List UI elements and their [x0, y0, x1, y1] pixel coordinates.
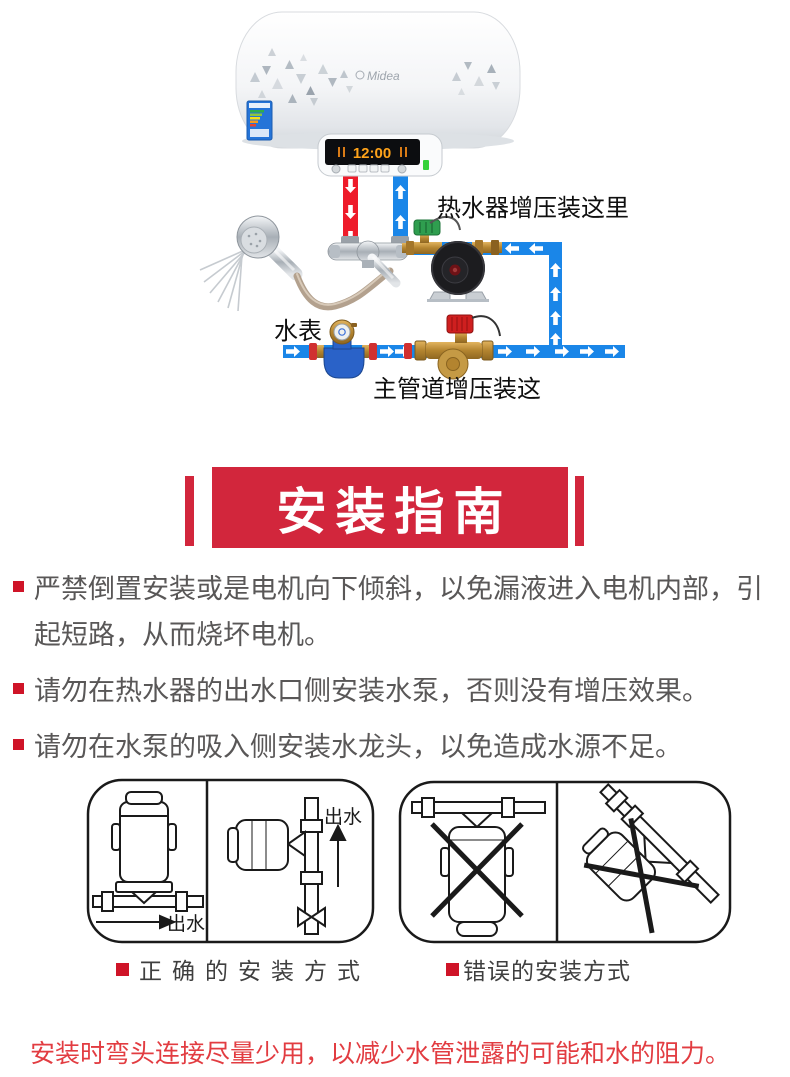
shower-hose: [293, 267, 394, 311]
footer-warning: 安装时弯头连接尽量少用，以减少水管泄露的可能和水的阻力。: [30, 1040, 731, 1068]
guideline-item: 严禁倒置安装或是电机向下倾斜，以免漏液进入电机内部，引起短路，从而烧坏电机。: [13, 566, 775, 658]
outlet-label: 出水: [324, 806, 362, 828]
label-main-pipe-pump: 主管道增压装这: [373, 376, 541, 403]
correct-figure-box: [86, 778, 375, 944]
guideline-text: 严禁倒置安装或是电机向下倾斜，以免漏液进入电机内部，引起短路，从而烧坏电机。: [34, 574, 763, 650]
green-valve-knob: [413, 219, 441, 236]
guideline-item: 请勿在热水器的出水口侧安装水泵，否则没有增压效果。: [13, 668, 775, 714]
figure-correct-vertical: 出水: [227, 797, 362, 935]
figure-wrong-inverted: [411, 797, 546, 937]
pump-wire: [429, 215, 461, 231]
hot-water-pipe: [343, 168, 358, 256]
caption-bullet-icon: [446, 962, 459, 976]
banner-left-bar: [185, 476, 194, 546]
guideline-list: 严禁倒置安装或是电机向下倾斜，以免漏液进入电机内部，引起短路，从而烧坏电机。 请…: [13, 566, 775, 780]
banner-title: 安装指南: [212, 467, 568, 548]
guideline-text: 请勿在水泵的吸入侧安装水龙头，以免造成水源不足。: [34, 732, 682, 762]
caption-bullet-icon: [116, 962, 129, 976]
caption-wrong: 错误的安装方式: [446, 956, 631, 984]
shower-head: [199, 215, 303, 312]
installation-schematic: Midea: [199, 11, 629, 403]
power-led: [423, 160, 429, 170]
caption-text: 正确的安装方式: [139, 958, 370, 984]
brand-text: Midea: [367, 69, 400, 83]
water-meter: [309, 319, 377, 379]
guideline-text: 请勿在热水器的出水口侧安装水泵，否则没有增压效果。: [34, 676, 709, 706]
energy-label: [246, 100, 273, 141]
red-valve-cap: [446, 314, 474, 334]
heater-booster-pump: [402, 215, 502, 302]
outlet-label: 出水: [167, 913, 205, 935]
wrong-figure-box: [398, 780, 732, 944]
mixer-faucet: [327, 236, 409, 288]
installation-figures: 出水 出水: [86, 778, 732, 944]
display-time: 12:00: [353, 145, 391, 162]
pump-wire: [471, 315, 501, 337]
guideline-item: 请勿在水泵的吸入侧安装水龙头，以免造成水源不足。: [13, 724, 775, 770]
banner-right-bar: [575, 476, 584, 546]
heater-control-panel: 12:00: [317, 133, 443, 177]
water-spray: [199, 249, 246, 312]
water-heater: Midea: [235, 11, 521, 150]
main-pipe-booster-pump: [404, 314, 501, 380]
bullet-square-icon: [13, 581, 24, 592]
figure-correct-horizontal: 出水: [92, 791, 205, 935]
figure-wrong-tilted: [582, 783, 720, 934]
brand-logo: Midea: [355, 69, 400, 83]
section-banner: 安装指南: [185, 467, 584, 548]
triangle-pattern: [250, 48, 500, 106]
bullet-square-icon: [13, 739, 24, 750]
caption-text: 错误的安装方式: [463, 958, 631, 984]
bullet-square-icon: [13, 683, 24, 694]
hose-highlight: [296, 268, 390, 306]
label-water-meter: 水表: [274, 318, 322, 345]
caption-correct: 正确的安装方式: [116, 956, 370, 984]
label-heater-pump: 热水器增压装这里: [437, 195, 629, 222]
